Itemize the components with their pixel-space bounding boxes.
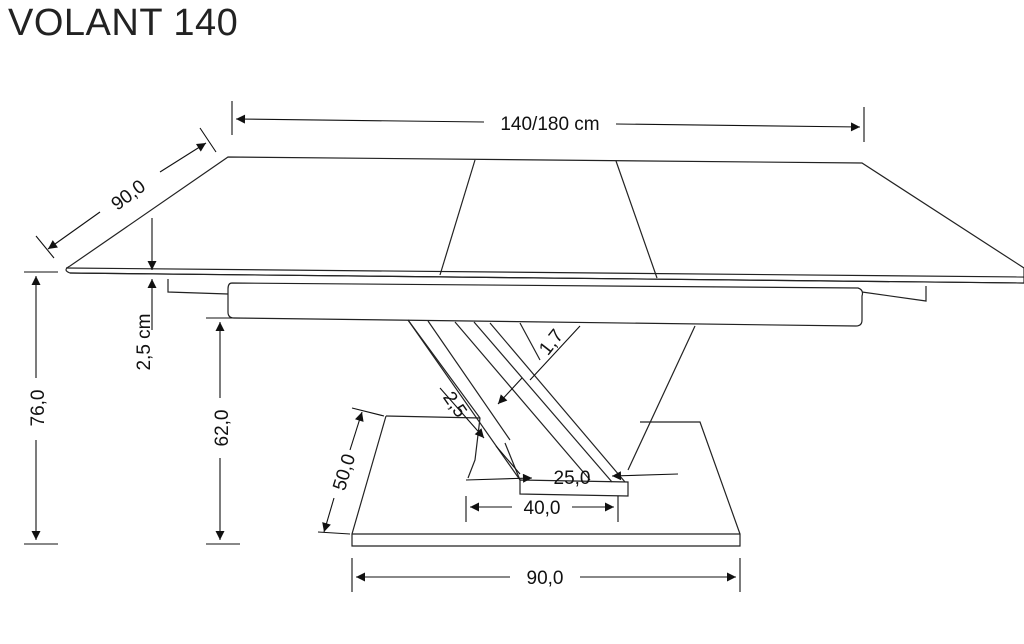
dim-length: 140/180 cm — [231, 101, 865, 142]
label-base-depth: 50,0 — [329, 452, 360, 494]
table-base — [351, 415, 741, 547]
dim-base-width: 90,0 — [351, 558, 741, 592]
dim-depth: 90,0 — [35, 127, 217, 259]
label-plate-1-7: 1,7 — [535, 326, 568, 360]
dim-leg-height: 62,0 — [206, 317, 240, 545]
table-apron — [167, 279, 927, 327]
label-foot-25: 25,0 — [554, 468, 591, 489]
table-pedestal — [407, 319, 696, 497]
label-leg-height: 62,0 — [212, 410, 233, 447]
dim-total-height: 76,0 — [24, 271, 58, 545]
dim-foot-25: 25,0 — [465, 468, 679, 489]
product-title: VOLANT 140 — [8, 2, 239, 44]
dim-base-depth: 50,0 — [317, 407, 385, 535]
label-base-width: 90,0 — [527, 568, 564, 589]
dim-plate-2-5: 2,5 — [438, 387, 521, 475]
label-foot-40: 40,0 — [524, 498, 561, 519]
dim-top-thickness: 2,5 cm — [134, 218, 157, 371]
label-depth: 90,0 — [108, 176, 150, 215]
label-length: 140/180 cm — [500, 114, 599, 135]
label-total-height: 76,0 — [28, 390, 49, 427]
label-top-thickness: 2,5 cm — [134, 313, 155, 370]
dim-foot-40: 40,0 — [465, 496, 619, 522]
table-top — [65, 156, 1024, 284]
